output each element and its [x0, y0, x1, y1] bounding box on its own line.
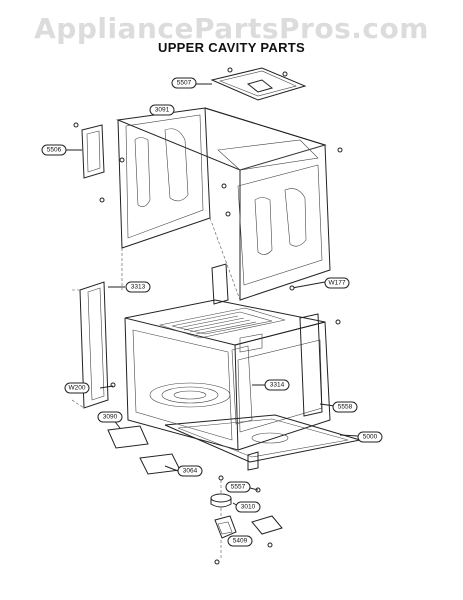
svg-text:5506: 5506: [47, 147, 62, 154]
watermark: AppliancePartsPros.com: [34, 12, 429, 45]
callout-5558: 5558: [332, 401, 358, 413]
svg-text:5000: 5000: [363, 434, 378, 441]
base-plate-part: [139, 453, 181, 475]
svg-text:5557: 5557: [231, 484, 246, 491]
callout-5409: 5409: [227, 535, 253, 547]
callout-5506: 5506: [41, 144, 67, 156]
callout-5000: 5000: [357, 431, 383, 443]
cavity-body: [124, 263, 331, 451]
upper-cavity-frame: [116, 107, 331, 301]
svg-text:3314: 3314: [270, 382, 285, 389]
callout-3091: 3091: [149, 104, 175, 116]
side-bracket-part: [81, 124, 105, 179]
svg-text:3064: 3064: [183, 468, 198, 475]
callout-3090: 3090: [97, 411, 123, 423]
svg-text:3090: 3090: [103, 414, 118, 421]
page-title: UPPER CAVITY PARTS: [158, 40, 305, 55]
callout-3313: 3313: [125, 281, 151, 293]
callout-5557: 5557: [225, 481, 251, 493]
side-panel-part: [71, 281, 109, 409]
small-plate-part: [107, 425, 149, 449]
callout-w177: W177: [324, 277, 350, 289]
svg-text:5409: 5409: [233, 538, 248, 545]
callout-3314: 3314: [264, 379, 290, 391]
bottom-tray-part: [164, 414, 361, 471]
callout-3010: 3010: [235, 501, 261, 513]
svg-text:3313: 3313: [131, 284, 146, 291]
svg-text:3010: 3010: [241, 504, 256, 511]
svg-text:3091: 3091: [155, 107, 170, 114]
callout-3064: 3064: [177, 465, 203, 477]
svg-text:5507: 5507: [177, 80, 192, 87]
callout-w200: W200: [64, 382, 90, 394]
svg-text:W177: W177: [329, 280, 346, 287]
callout-5507: 5507: [171, 77, 197, 89]
svg-text:5558: 5558: [338, 404, 353, 411]
motor-assembly-part: [210, 480, 283, 560]
svg-text:W200: W200: [69, 385, 86, 392]
top-cover-part: [210, 67, 307, 101]
